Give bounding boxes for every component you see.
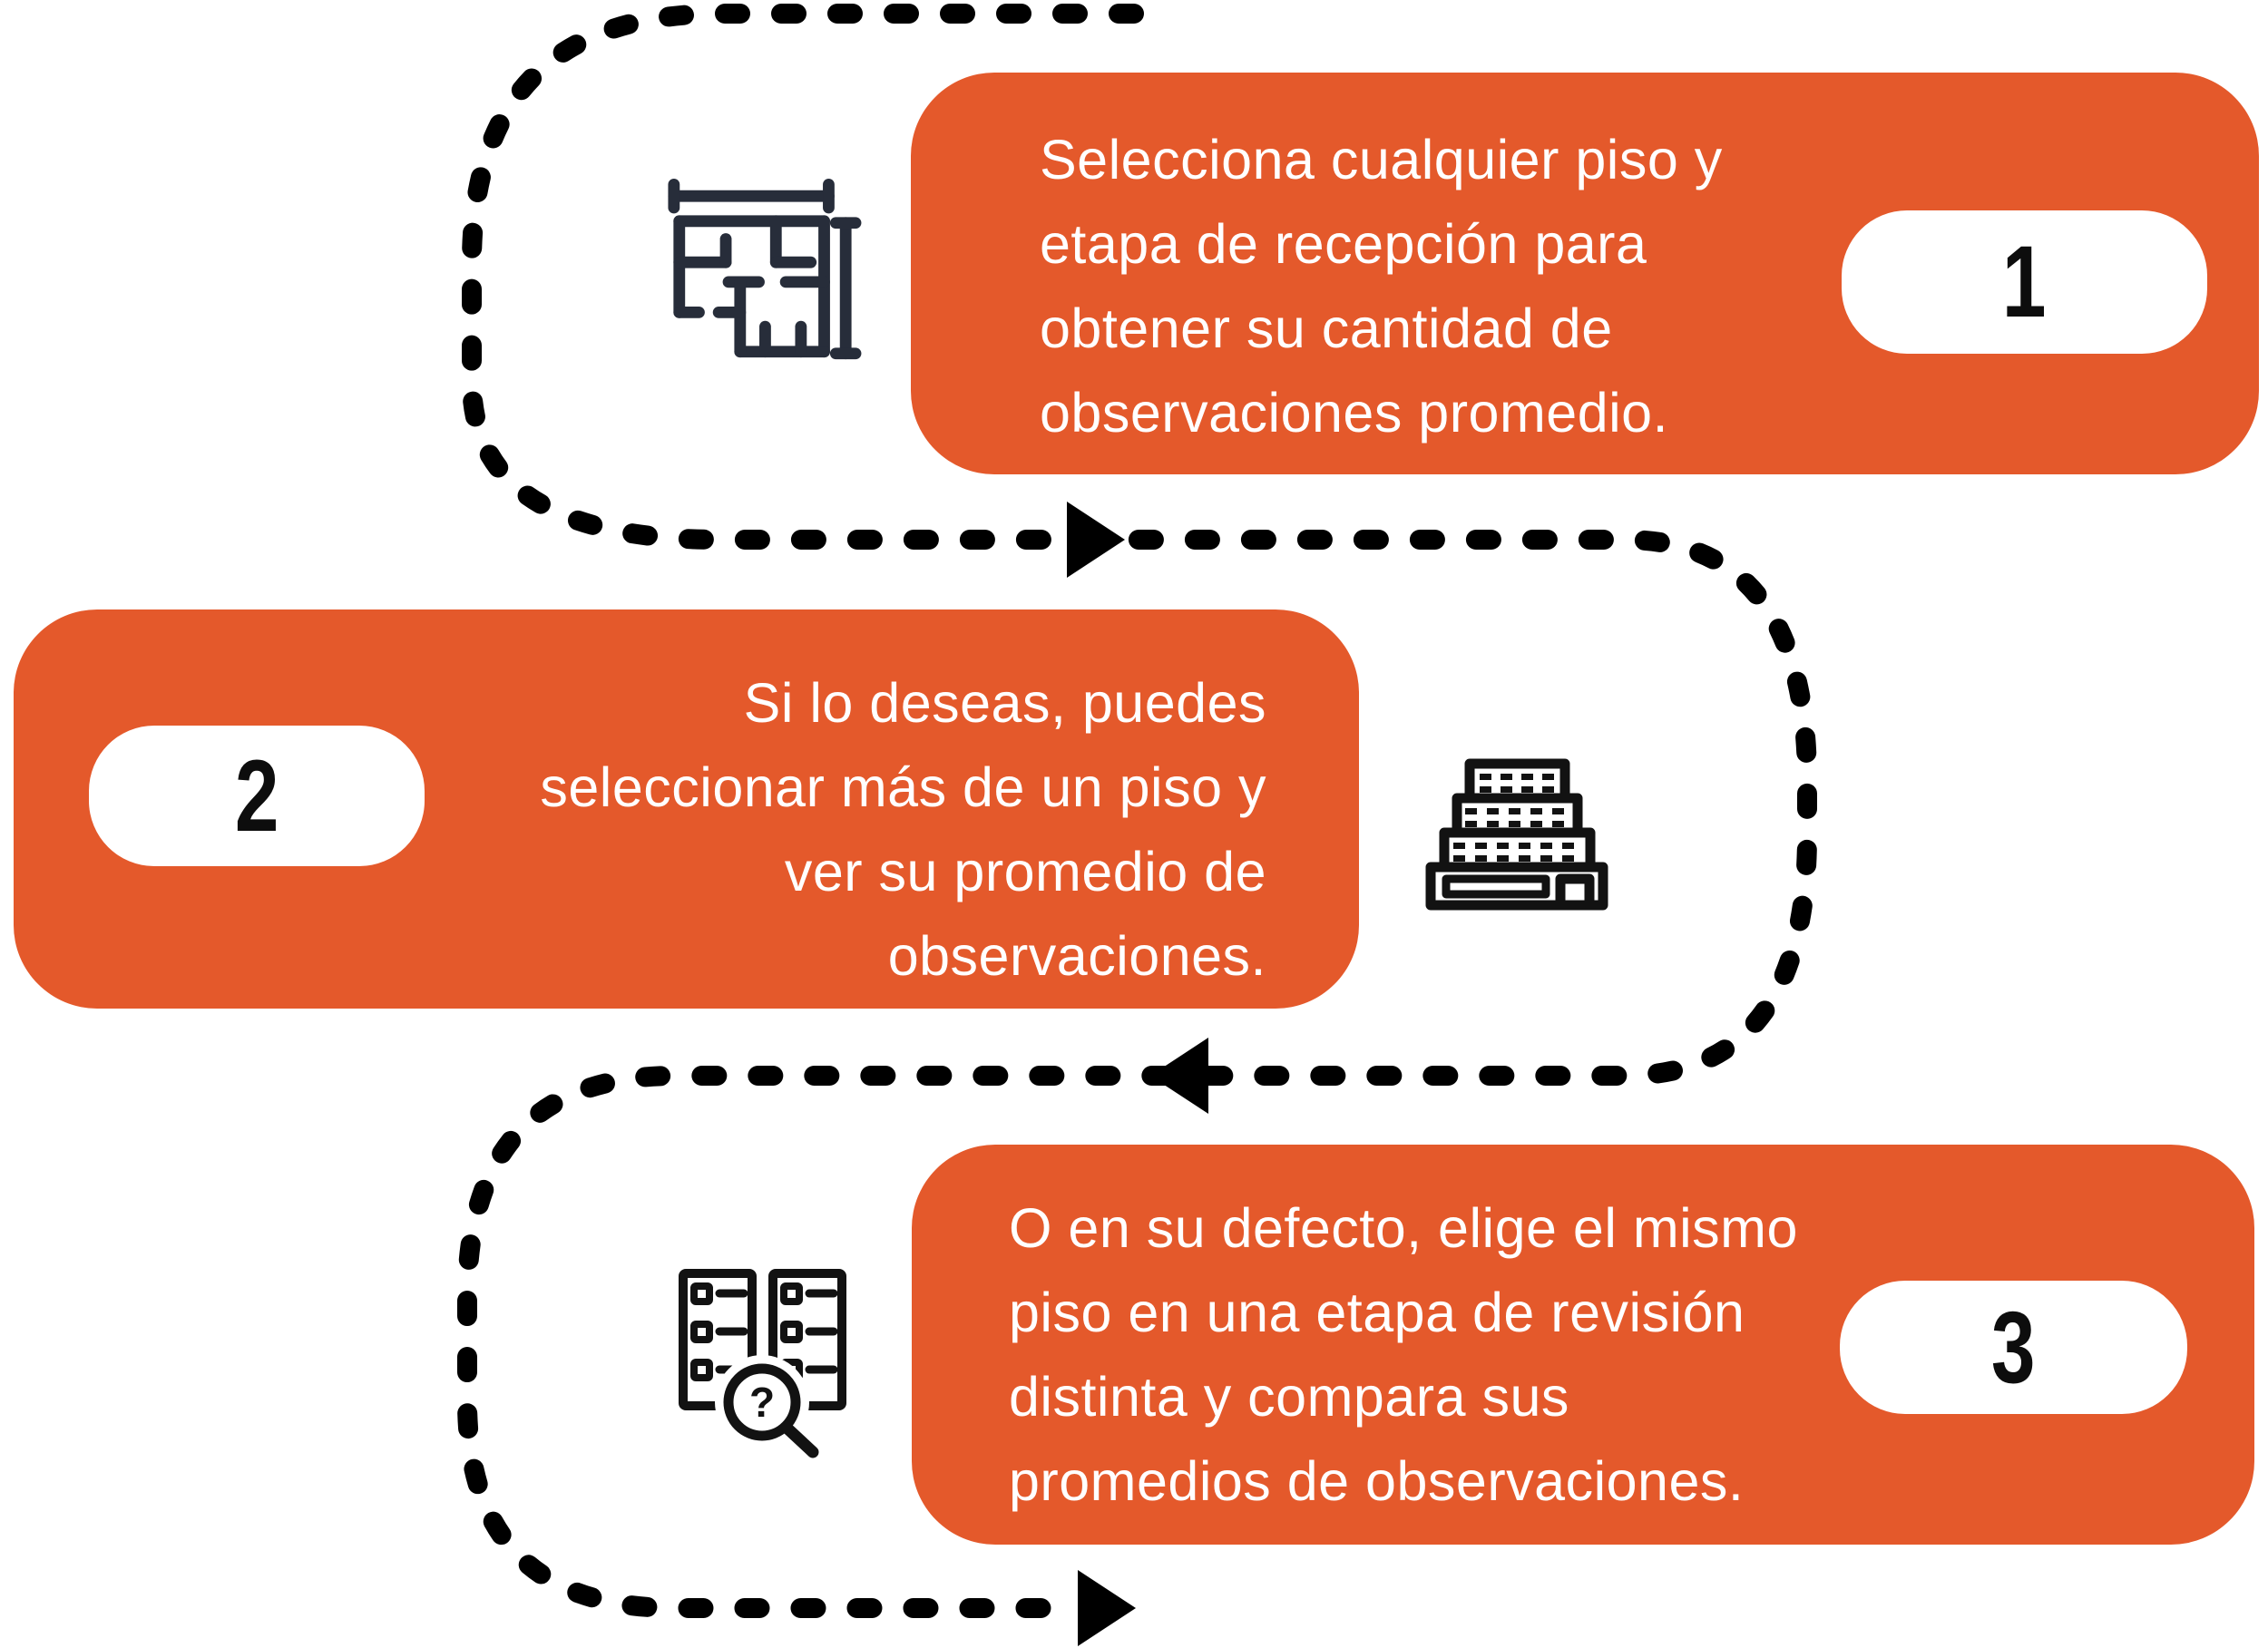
step-1-number: 1	[2002, 225, 2047, 338]
floor-plan-icon	[668, 178, 862, 360]
arrowhead-right-bottom-icon	[1078, 1570, 1136, 1646]
step-3-description: O en su defecto, elige el mismo piso en …	[1009, 1186, 1798, 1524]
step-3-line-4: promedios de observaciones.	[1009, 1450, 1745, 1512]
step-2-number-badge: 2	[89, 726, 425, 866]
step-2-line-2: seleccionar más de un piso y	[540, 756, 1266, 818]
step-3-line-1: O en su defecto, elige el mismo	[1009, 1197, 1798, 1259]
arrowhead-left-middle-icon	[1150, 1038, 1208, 1114]
stepped-building-icon	[1425, 758, 1608, 911]
step-2-description: Si lo deseas, puedes seleccionar más de …	[540, 661, 1266, 999]
dashed-flow-path	[457, 4, 1817, 1618]
step-1-line-3: obtener su cantidad de	[1040, 297, 1613, 359]
step-2-line-4: observaciones.	[887, 925, 1266, 987]
step-1-number-badge: 1	[1842, 210, 2207, 354]
step-2-line-1: Si lo deseas, puedes	[743, 672, 1266, 734]
step-1-line-4: observaciones promedio.	[1040, 382, 1669, 444]
step-1-card: Selecciona cualquier piso y etapa de rec…	[911, 73, 2259, 474]
step-1-line-2: etapa de recepción para	[1040, 213, 1647, 275]
step-1-line-1: Selecciona cualquier piso y	[1040, 129, 1723, 190]
step-2-line-3: ver su promedio de	[784, 841, 1266, 902]
question-mark-glyph: ?	[749, 1379, 775, 1426]
step-3-number: 3	[1991, 1290, 2036, 1404]
building-windows	[1453, 774, 1574, 862]
step-3-line-2: piso en una etapa de revisión	[1009, 1282, 1745, 1343]
arrowhead-right-top-icon	[1067, 502, 1125, 578]
step-1-description: Selecciona cualquier piso y etapa de rec…	[1040, 118, 1723, 455]
checklist-search-icon: ?	[679, 1269, 846, 1467]
step-3-number-badge: 3	[1840, 1281, 2187, 1414]
step-3-line-3: distinta y compara sus	[1009, 1366, 1569, 1428]
step-3-card: O en su defecto, elige el mismo piso en …	[912, 1145, 2254, 1545]
step-2-number: 2	[234, 738, 279, 853]
step-2-card: Si lo deseas, puedes seleccionar más de …	[14, 609, 1359, 1009]
